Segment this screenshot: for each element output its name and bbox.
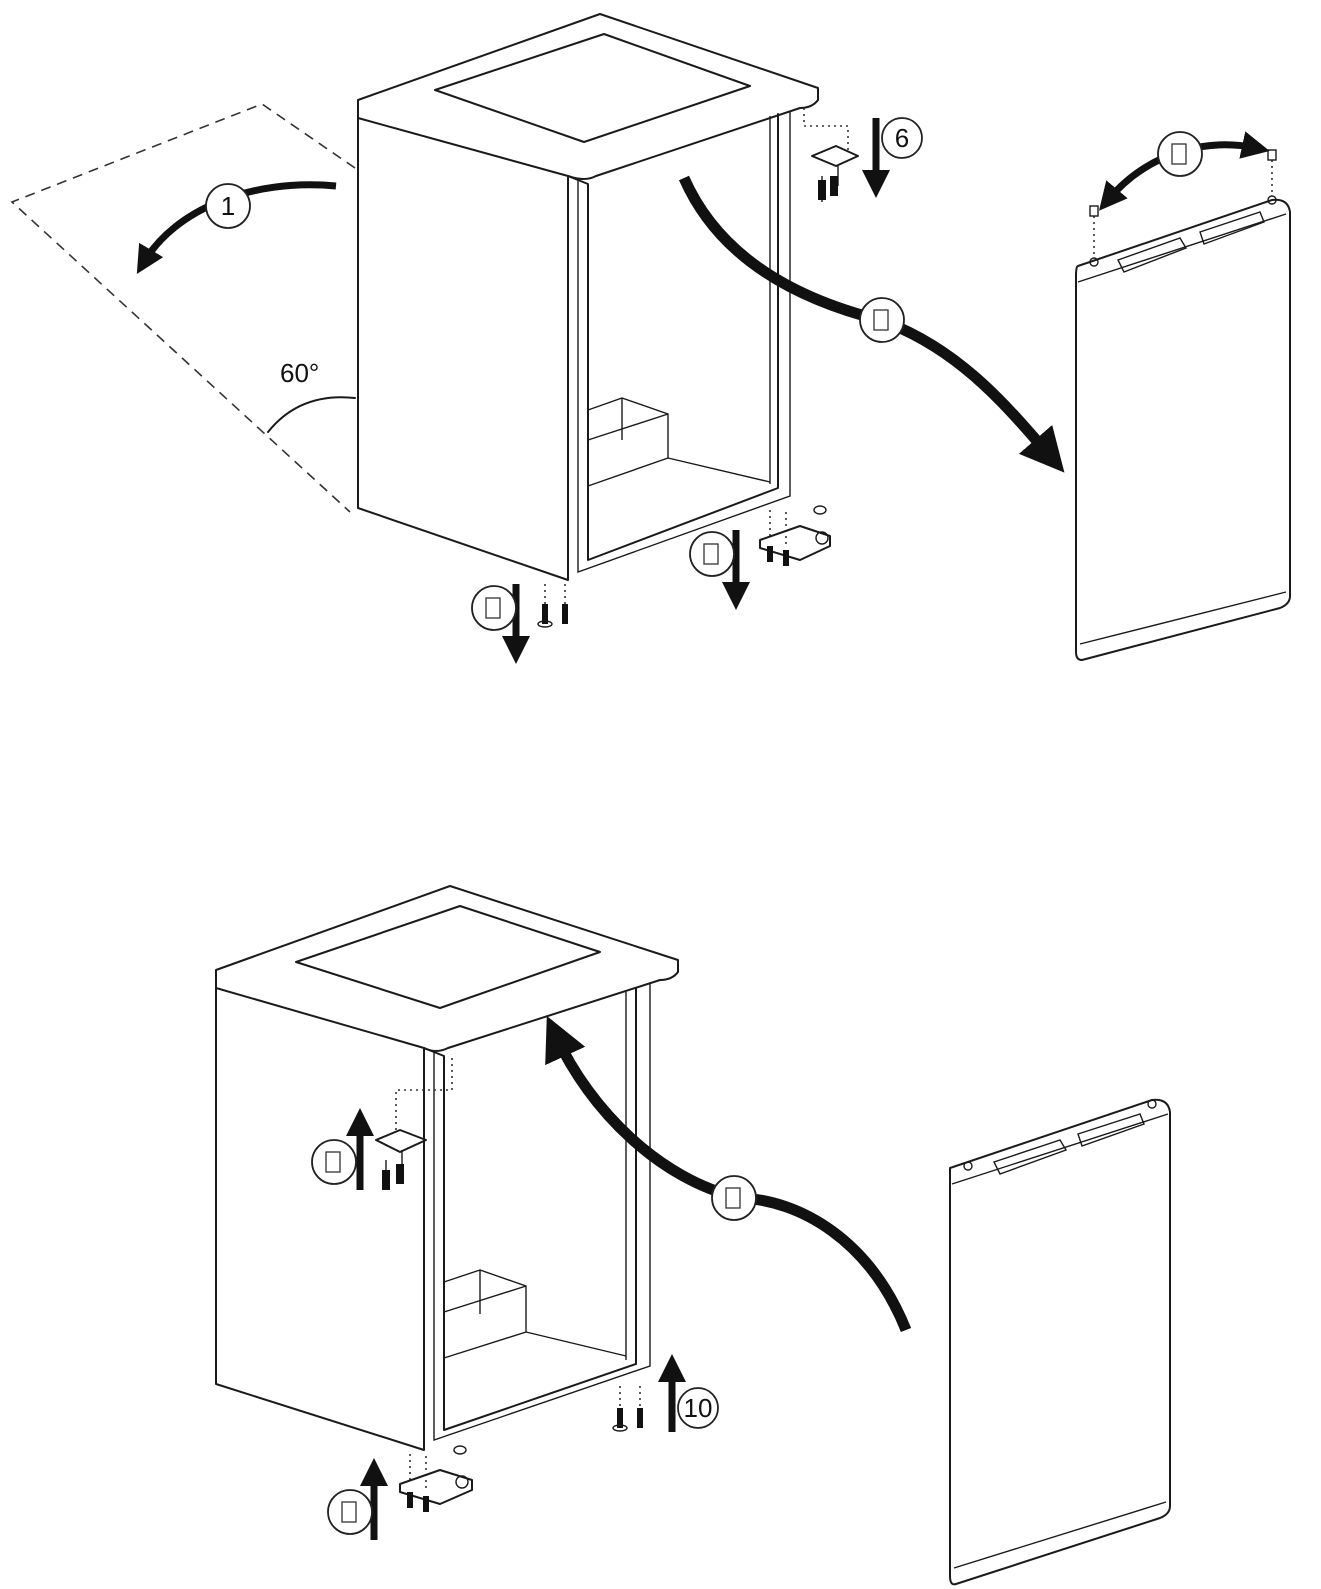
step-badge-bottom-right <box>689 531 735 577</box>
step-glyph-box-6 <box>725 1187 741 1209</box>
bottom-left-screws <box>537 584 568 628</box>
step-6-label: 6 <box>895 123 909 153</box>
bottom-right-hinge <box>759 505 831 566</box>
step-glyph-box-5 <box>325 1151 341 1173</box>
fridge-bottom-cabinet <box>215 885 679 1451</box>
step-10-label: 10 <box>684 1393 713 1423</box>
bottom-left-hinge <box>399 1445 473 1512</box>
angle-label: 60° <box>280 358 319 388</box>
step-glyph-box <box>873 309 889 331</box>
step-glyph-box-3 <box>703 543 719 565</box>
step-10-badge <box>677 1387 719 1429</box>
step-6-badge <box>881 117 923 159</box>
step-badge-bottom-hinge <box>327 1489 373 1535</box>
top-hinge-reinstall <box>375 1058 453 1190</box>
bottom-right-screws <box>612 1386 643 1432</box>
step-1-badge <box>205 183 251 229</box>
step-1-label: 1 <box>221 191 235 221</box>
fridge-top-cabinet <box>10 13 819 581</box>
detached-door-top <box>1075 149 1291 661</box>
step-badge-bottom-left <box>471 585 517 631</box>
step-badge-swap-handle <box>1157 131 1203 177</box>
top-hinge-part <box>803 108 859 202</box>
step-glyph-box-7 <box>341 1501 357 1523</box>
step-badge-door-removal <box>859 297 905 343</box>
step-badge-top-hinge <box>311 1139 357 1185</box>
step-glyph-box-2 <box>485 597 501 619</box>
step-glyph-box-4 <box>1171 143 1187 165</box>
detached-door-bottom <box>948 1098 1171 1586</box>
step-badge-mount-door <box>711 1175 757 1221</box>
